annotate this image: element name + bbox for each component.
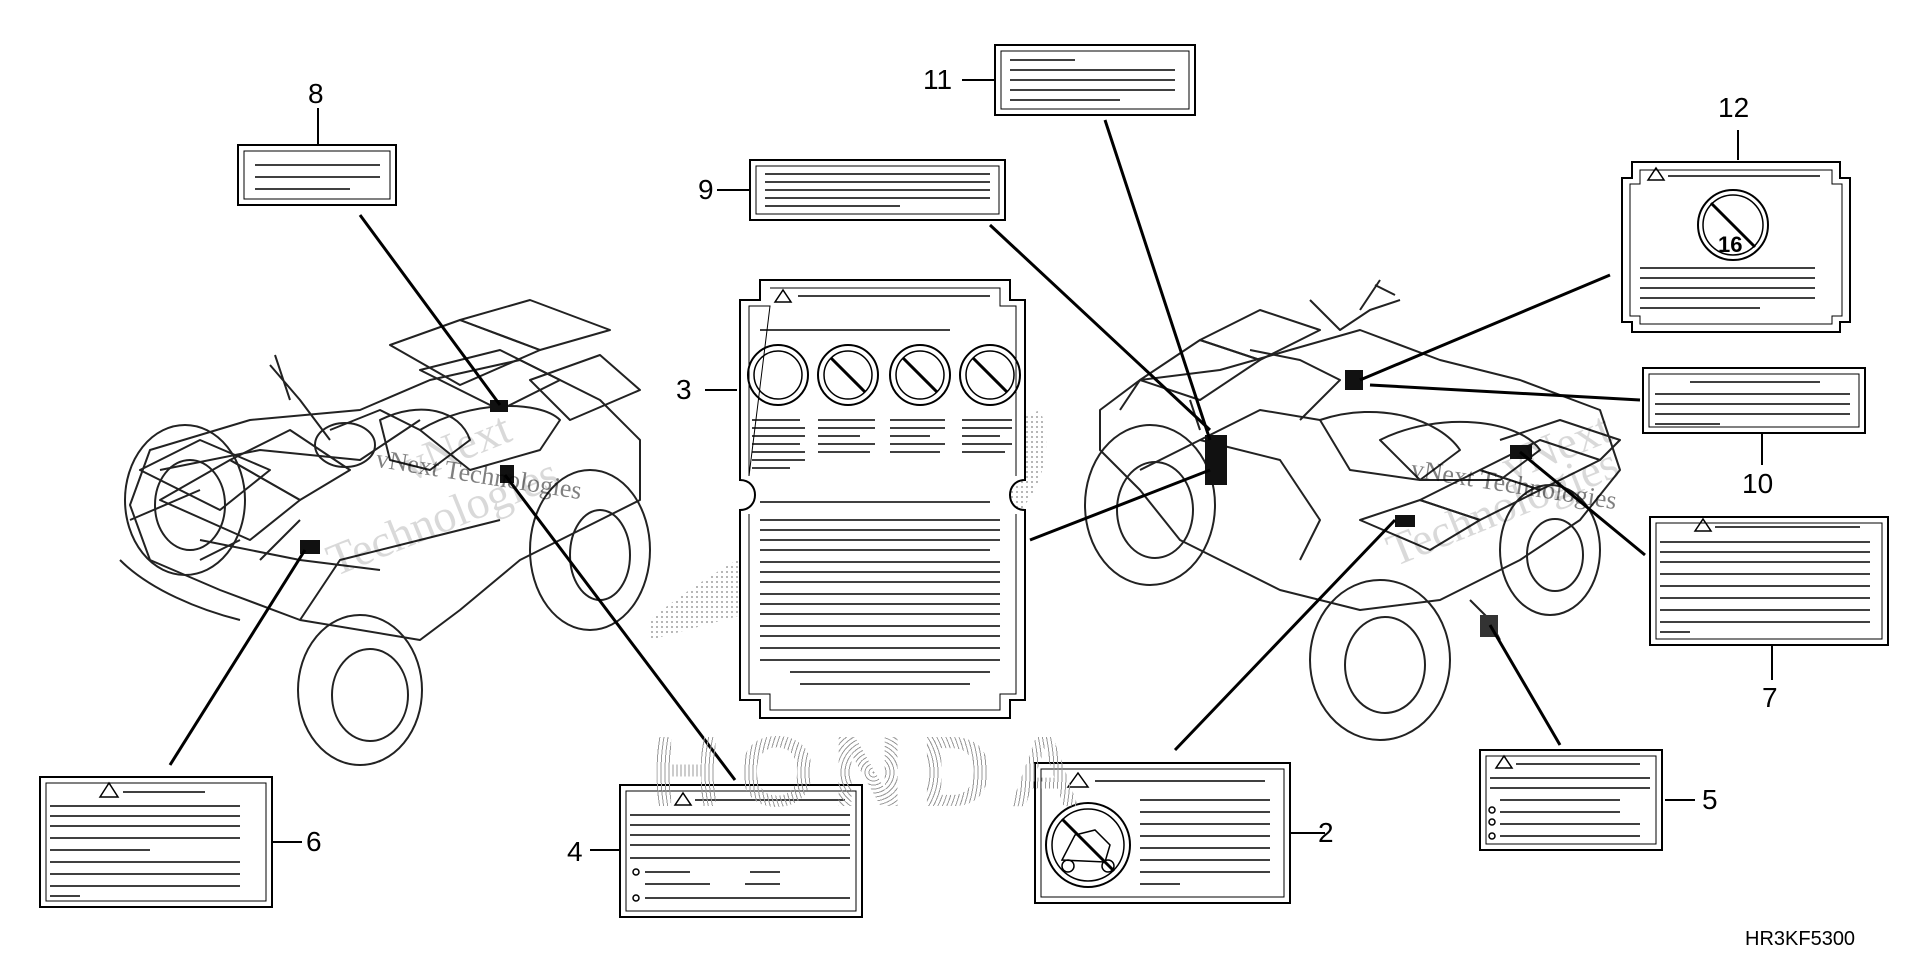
callout-5: 5 [1702,784,1718,815]
symbol-ring [747,344,809,406]
callout-8: 8 [308,78,324,109]
callout-11: 11 [923,64,953,95]
leader-lines [168,79,1773,851]
no-passenger-icon [1045,802,1131,888]
label-11 [994,44,1196,116]
callout-12: 12 [1718,92,1750,123]
right-atv-rear-wheel [1309,579,1451,741]
label-12 [1621,161,1851,333]
left-atv-rear-wheel [529,469,651,631]
callout-2: 2 [1318,817,1334,848]
label-6 [39,776,273,908]
label-3 [739,279,1026,719]
label-8 [237,144,397,206]
callout-3: 3 [676,374,692,405]
right-atv-front-wheel [1084,424,1216,586]
diagram-code: HR3KF5300 [1745,928,1856,950]
callout-4: 4 [567,836,583,867]
prohibition-icon [959,344,1021,406]
label-4 [619,784,863,918]
label-7 [1649,516,1889,646]
callout-6: 6 [306,826,322,857]
right-atv [1084,279,1621,741]
callout-10: 10 [1742,468,1774,499]
left-atv [119,299,651,766]
brand-mark: HONDA [650,716,1097,828]
callout-7: 7 [1762,682,1778,713]
label-9 [749,159,1006,221]
prohibition-icon [817,344,879,406]
age-restriction-number: 16 [1718,232,1743,257]
label-5 [1479,749,1663,851]
label-10 [1642,367,1866,434]
callout-9: 9 [698,174,714,205]
prohibition-icon [889,344,951,406]
age-restriction-icon [1697,189,1769,261]
label-2 [1034,762,1291,904]
left-atv-front-right-wheel [297,614,423,766]
